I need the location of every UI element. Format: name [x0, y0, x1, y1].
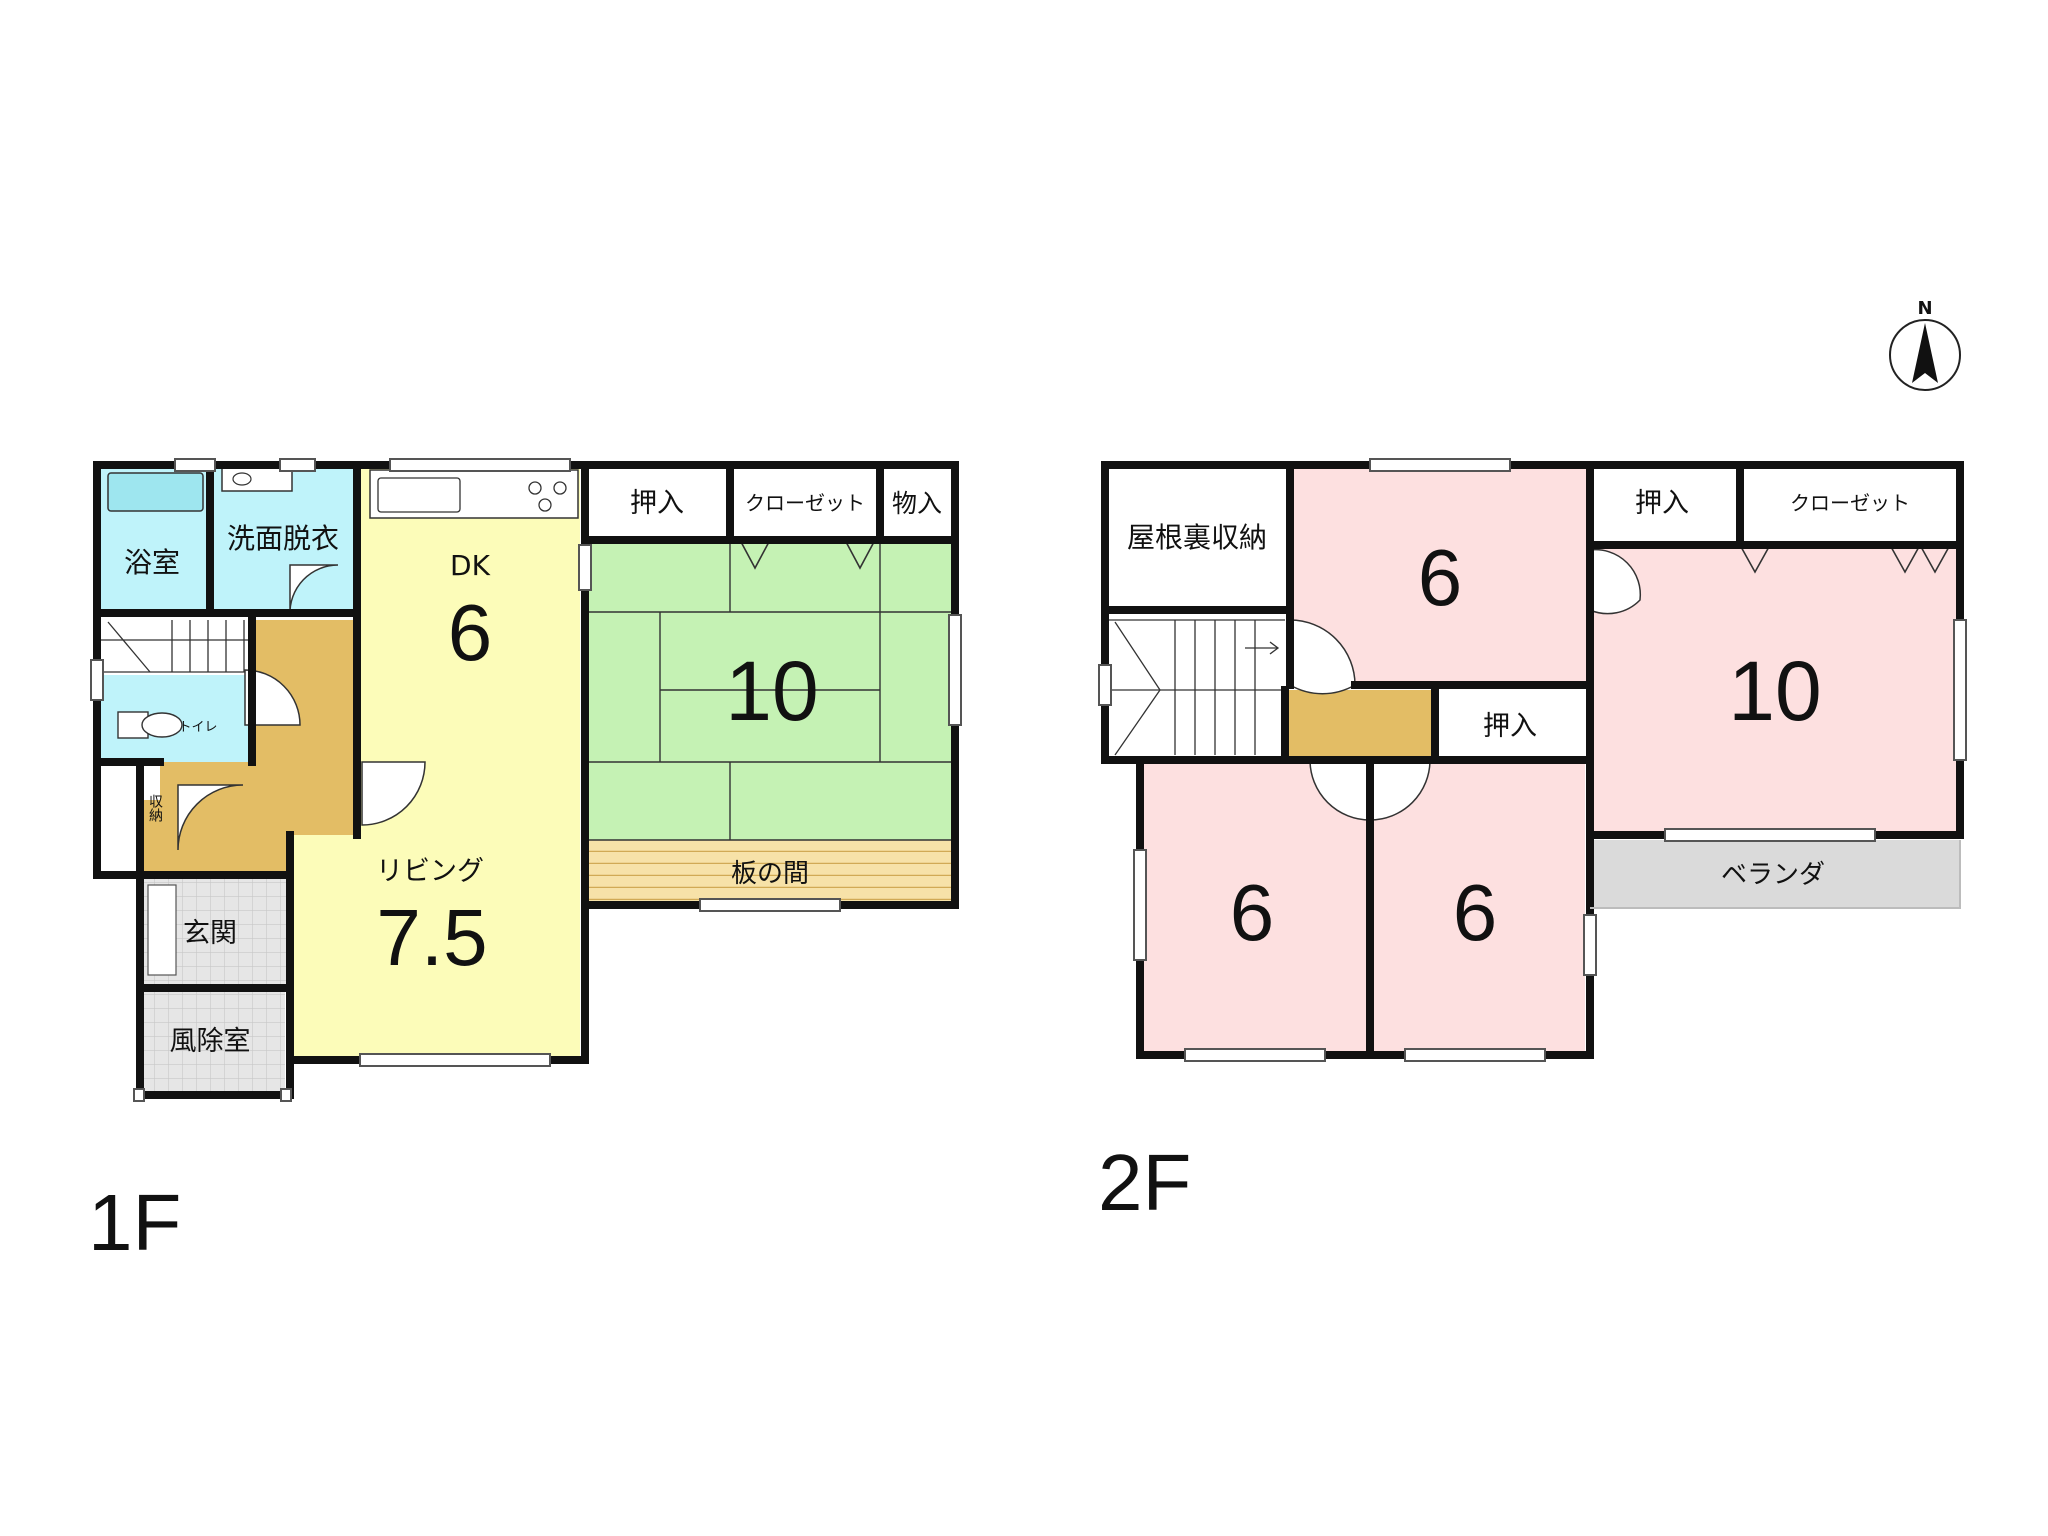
itanoma-label: 板の間 [731, 859, 809, 889]
walls-1f [93, 461, 959, 1099]
north-arrow-icon [1912, 323, 1938, 383]
storage-strip-1f [585, 465, 955, 540]
tatami-lines [585, 540, 955, 841]
monoire-label: 物入 [892, 489, 942, 518]
oshiire-label-2f-east: 押入 [1635, 488, 1689, 519]
hallway-2f [1285, 690, 1435, 758]
shoe-cabinet-icon [147, 884, 177, 976]
japanese-room-size: 10 [725, 644, 818, 738]
attic-storage-label: 屋根裏収納 [1127, 521, 1267, 554]
floor2-plan: 屋根裏収納 6 押入 クローゼット 10 押入 6 6 ベランダ 2F [1098, 458, 1967, 1227]
bath-label: 浴室 [124, 546, 180, 579]
stove-icon [528, 481, 542, 495]
north-compass: N [1889, 298, 1961, 391]
dk-label: DK [450, 549, 491, 582]
storage-small-label: 収納 [147, 794, 163, 823]
toilet-label: トイレ [178, 720, 217, 735]
bedroom-north-size: 6 [1418, 533, 1463, 622]
living-size: 7.5 [376, 893, 487, 982]
hallway-1f [140, 620, 357, 875]
living-label: リビング [376, 856, 484, 887]
bedroom-east [1590, 545, 1960, 835]
dk-size: 6 [448, 588, 493, 677]
compass-label: N [1917, 298, 1932, 319]
bedroom-southwest-size: 6 [1230, 868, 1275, 957]
oshiire-center [1435, 690, 1585, 758]
windows-1f [90, 458, 962, 1102]
itanoma-area [585, 840, 955, 905]
veranda [1590, 840, 1960, 908]
closet-label-2f: クローゼット [1790, 491, 1910, 515]
closet-door-icons-2f [1739, 544, 1951, 574]
bedroom-southeast [1370, 760, 1585, 1055]
living-extension [290, 835, 362, 1060]
washroom-label: 洗面脱衣 [227, 522, 339, 555]
oshiire-label-1f: 押入 [630, 488, 684, 519]
staircase-1f-icon [97, 620, 250, 673]
door-swings-2f [1289, 548, 1642, 821]
bathtub-icon [107, 472, 204, 512]
walls-2f [1101, 461, 1964, 1059]
toilet-bowl-icon [141, 712, 183, 738]
floor1-plan: 浴室 洗面脱衣 トイレ 収納 玄関 風除室 DK 6 リビング 7.5 10 押… [88, 458, 962, 1267]
windows-2f [1098, 458, 1967, 1062]
attic-storage [1105, 465, 1290, 610]
staircase-2f-icon [1105, 619, 1285, 756]
stair-area-1f [97, 620, 252, 675]
entrance-label: 玄関 [183, 918, 237, 949]
bedroom-east-size: 10 [1728, 644, 1821, 738]
closet-door-icons-1f [739, 539, 876, 570]
bedroom-southwest [1140, 760, 1370, 1055]
door-swings-1f [177, 564, 426, 851]
windbreak-room [140, 990, 285, 1095]
bedroom-southeast-size: 6 [1453, 868, 1498, 957]
kitchen-sink-icon [377, 477, 461, 513]
floor2-label: 2F [1098, 1138, 1191, 1227]
veranda-label: ベランダ [1721, 860, 1825, 890]
storage-strip-2f [1590, 465, 1960, 545]
floor1-label: 1F [88, 1178, 181, 1267]
closet-label-1f: クローゼット [745, 491, 865, 515]
windbreak-label: 風除室 [170, 1026, 251, 1057]
oshiire-label-2f-center: 押入 [1483, 711, 1537, 742]
